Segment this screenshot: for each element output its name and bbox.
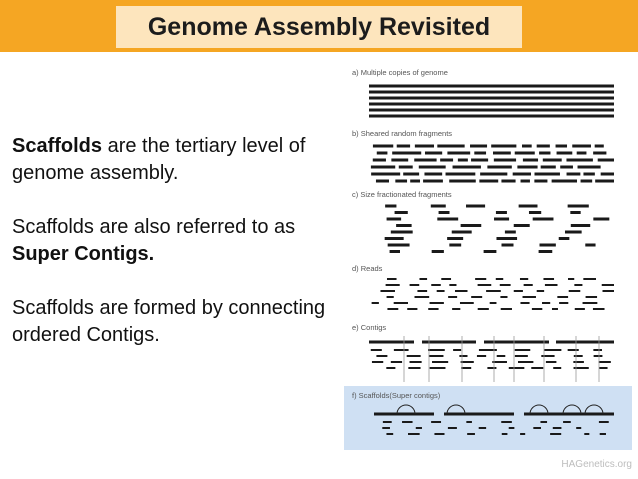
scaffolds xyxy=(374,404,614,435)
scaffold-link-arc xyxy=(446,404,466,415)
scaffold-link-arc xyxy=(584,404,604,415)
sheared-fragments xyxy=(370,144,614,183)
body-text: Scaffolds are the tertiary level of geno… xyxy=(12,133,342,349)
paragraph-formed-by: Scaffolds are formed by connecting order… xyxy=(12,295,342,349)
slide-title: Genome Assembly Revisited xyxy=(147,12,491,41)
paragraph-text: Scaffolds are formed by connecting order… xyxy=(12,297,326,346)
genome-copies xyxy=(369,84,614,118)
label-scaffolds: f) Scaffolds(Super contigs) xyxy=(352,391,441,400)
label-contigs: e) Contigs xyxy=(352,323,386,332)
label-sheared-fragments: b) Sheared random fragments xyxy=(352,129,452,138)
paragraph-text: Scaffolds are also referred to as xyxy=(12,216,296,238)
label-reads: d) Reads xyxy=(352,264,383,273)
title-bar: Genome Assembly Revisited xyxy=(0,0,638,52)
scaffold-link-arc xyxy=(562,404,582,415)
genome-assembly-figure: a) Multiple copies of genome b) Sheared … xyxy=(344,68,632,450)
bold-term-scaffolds: Scaffolds xyxy=(12,135,103,157)
paragraph-text: are the tertiary level of genome assembl… xyxy=(12,135,306,184)
paragraph-scaffolds-level: Scaffolds are the tertiary level of geno… xyxy=(12,133,342,187)
paragraph-super-contigs: Scaffolds are also referred to as Super … xyxy=(12,214,342,268)
scaffold-link-arc xyxy=(529,404,549,415)
label-size-fractionated: c) Size fractionated fragments xyxy=(352,190,452,199)
reads xyxy=(371,278,614,310)
scaffold-link-arc xyxy=(396,404,416,415)
bold-term-super-contigs: Super Contigs. xyxy=(12,243,155,265)
footer-watermark: HAGenetics.org xyxy=(561,459,632,470)
title-box: Genome Assembly Revisited xyxy=(116,6,522,48)
contigs xyxy=(369,336,614,382)
label-multiple-copies: a) Multiple copies of genome xyxy=(352,68,448,77)
scaffold-panel xyxy=(344,386,632,450)
size-fractionated-fragments xyxy=(384,204,610,253)
